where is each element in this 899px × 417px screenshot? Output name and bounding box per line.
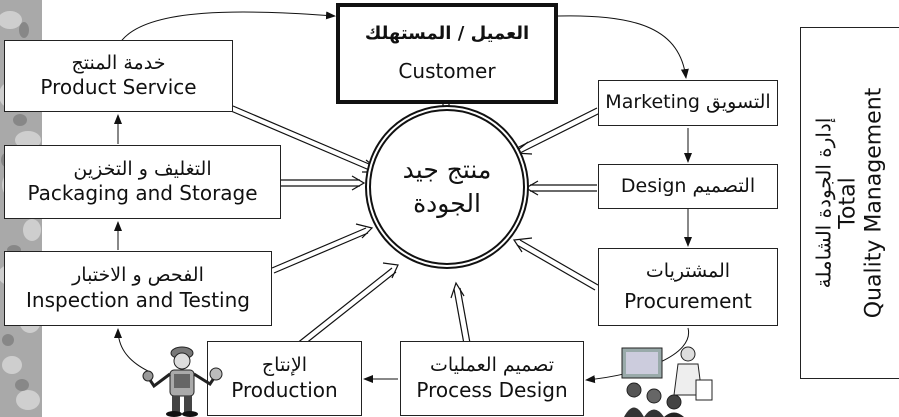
packaging-label-ar: التغليف و التخزين [73, 157, 212, 180]
meeting-clipart-icon [621, 346, 713, 417]
arrow-service-to-customer [117, 11, 336, 47]
packaging-label-en: Packaging and Storage [27, 181, 258, 206]
product-service-label-ar: خدمة المنتج [71, 51, 166, 74]
worker-clipart-icon [142, 346, 223, 417]
tqm-label-ar: إدارة الجودة الشاملة [811, 117, 836, 289]
customer-label-ar: العميل / المستهلك [364, 22, 530, 44]
quality-product-circle: منتج جيد الجودة [365, 105, 529, 269]
production-box: الإنتاج Production [207, 341, 362, 416]
inspection-label-en: Inspection and Testing [26, 287, 250, 312]
customer-label-en: Customer [398, 59, 496, 84]
inspection-box: الفحص و الاختبار Inspection and Testing [4, 251, 272, 326]
production-label-ar: الإنتاج [261, 354, 308, 377]
arrow-production-to-inspection [114, 328, 151, 373]
tqm-label-en-line1: Total [835, 177, 861, 229]
arrow-production-to-center [295, 262, 399, 349]
packaging-box: التغليف و التخزين Packaging and Storage [4, 145, 281, 219]
product-service-box: خدمة المنتج Product Service [4, 40, 233, 112]
process-design-label-en: Process Design [416, 377, 568, 402]
center-line1: منتج جيد [402, 155, 492, 185]
arrow-packaging-to-center [281, 175, 366, 191]
arrow-design-to-center [524, 180, 597, 196]
process-design-box: تصميم العمليات Process Design [400, 341, 584, 416]
production-label-en: Production [231, 377, 338, 402]
arrow-marketing-to-center [512, 107, 601, 155]
arrow-inspection-to-center [271, 223, 374, 274]
inspection-label-ar: الفحص و الاختبار [72, 264, 204, 287]
procurement-box: المشتريات Procurement [598, 248, 778, 326]
design-label-ar: التصميم [692, 174, 756, 197]
customer-box: العميل / المستهلك Customer [336, 3, 558, 104]
procurement-label-ar: المشتريات [645, 259, 731, 282]
arrow-procurement-to-center [512, 237, 599, 291]
center-line2: الجودة [413, 189, 481, 218]
tqm-label-en-line2: Quality Management [862, 87, 887, 319]
tqm-frame: إدارة الجودة الشاملة Total Quality Manag… [800, 27, 899, 379]
marketing-box: Marketing التسويق [598, 80, 778, 126]
process-design-label-ar: تصميم العمليات [429, 354, 555, 377]
procurement-label-en: Procurement [624, 289, 752, 314]
design-label-en: Design [620, 174, 687, 197]
marketing-label-ar: التسويق [706, 91, 771, 114]
product-service-label-en: Product Service [40, 75, 197, 100]
arrow-customer-to-marketing [557, 15, 689, 79]
marketing-label-en: Marketing [605, 91, 700, 114]
